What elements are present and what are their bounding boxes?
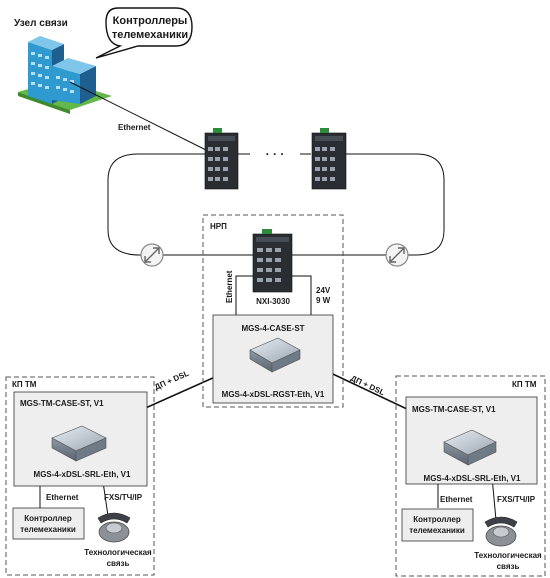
kp-right-title: КП ТМ [512,380,537,389]
kp-left-modem-label: MGS-4-xDSL-SRL-Eth, V1 [34,470,131,479]
dsl-label-left: ДП + DSL [153,369,190,392]
kp-right-fxs-label: FXS/ТЧ/IP [497,495,536,504]
kp-left-controller-line-1: Контроллер [24,514,72,523]
kp-right-controller-line-1: Контроллер [413,515,461,524]
kp-right-phone-line-1: Технологическая [474,551,542,560]
repeater-left-icon [140,243,164,267]
ethernet-top-label: Ethernet [118,123,151,132]
kp-left-phone-line-1: Технологическая [84,548,152,557]
bubble-line-2: телемеханики [112,29,188,41]
nrp-title: НРП [210,222,227,231]
nrp-ethernet-label: Ethernet [225,270,234,303]
kp-left-phone-icon [97,512,131,543]
kp-right-case-label: MGS-TM-CASE-ST, V1 [412,405,496,414]
kp-right-modem [443,429,497,466]
kp-left-case-label: MGS-TM-CASE-ST, V1 [20,399,104,408]
kp-right-controller-box [401,508,474,542]
hub-title: Узел связи [14,18,68,29]
ethernet-link-hub [69,81,207,151]
repeater-right-icon [385,243,409,267]
kp-left-modem [51,425,107,462]
nrp-dashed-frame [202,214,344,408]
kp-right-modem-label: MGS-4-xDSL-SRL-Eth, V1 [424,474,521,483]
kp-left-title: КП ТМ [12,380,37,389]
nrp-switch [252,229,293,293]
ring-switch-2 [311,128,347,190]
kp-right-phone-line-2: связь [497,562,520,571]
ring-left [107,153,253,256]
nrp-modem [249,337,301,373]
hub-speech-bubble [95,7,193,59]
dsl-label-right: ДП + DSL [349,374,386,398]
kp-left-fxs-label: FXS/ТЧ/IP [104,493,143,502]
kp-left-phone-line-2: связь [107,559,130,568]
ring-continuation-dots: · · · [266,147,285,161]
nrp-power-voltage: 24V [316,286,331,295]
kp-right-dashed-frame [395,375,546,577]
kp-right-controller-line-2: телемеханики [409,526,465,535]
kp-left-controller-box [12,507,85,540]
nrp-power-watts: 9 W [316,296,331,305]
ring-right [292,153,445,256]
nrp-switch-name: NXI-3030 [256,297,290,306]
kp-left-controller-line-2: телемеханики [20,525,76,534]
ring-switch-1 [204,128,239,190]
hub-building [18,36,112,114]
kp-right-phone-icon [484,516,518,547]
nrp-modem-label: MGS-4-xDSL-RGST-Eth, V1 [222,390,325,399]
bubble-line-1: Контроллеры [113,15,188,27]
kp-right-ethernet-label: Ethernet [440,495,473,504]
nrp-case-label: MGS-4-CASE-ST [241,324,304,333]
kp-left-ethernet-label: Ethernet [46,493,79,502]
kp-left-dashed-frame [5,376,155,576]
